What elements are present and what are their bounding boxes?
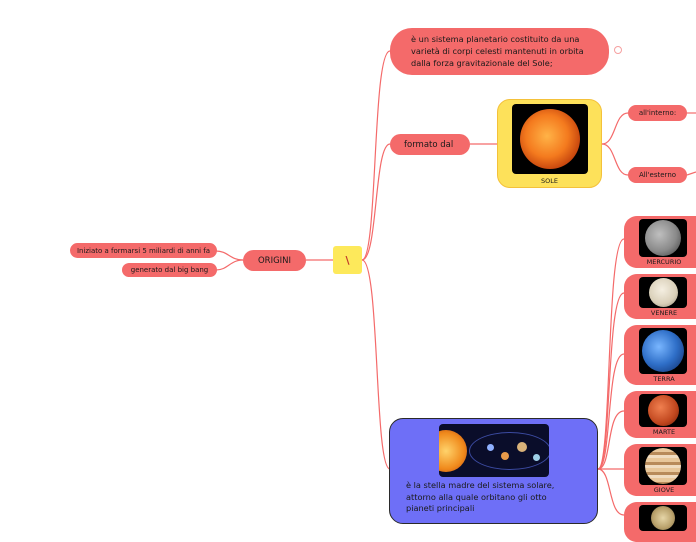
sun-image bbox=[512, 104, 588, 174]
venus-image bbox=[639, 277, 687, 308]
mercury-image bbox=[639, 219, 687, 257]
sole-child-interno[interactable]: all'interno: bbox=[628, 105, 687, 121]
sole-caption: SOLE bbox=[541, 177, 558, 185]
stella-node[interactable]: è la stella madre del sistema solare, at… bbox=[389, 418, 598, 524]
sole-child-esterno-label: All'esterno bbox=[638, 171, 677, 179]
central-node[interactable]: \ bbox=[333, 246, 362, 274]
planet-node-mercurio[interactable]: MERCURIO bbox=[624, 216, 696, 268]
earth-image bbox=[639, 328, 687, 374]
origini-child-1[interactable]: Iniziato a formarsi 5 miliardi di anni f… bbox=[70, 243, 217, 258]
jupiter-image bbox=[639, 447, 687, 485]
planet-node-venere[interactable]: VENERE bbox=[624, 274, 696, 319]
link-icon[interactable] bbox=[614, 46, 622, 54]
formato-label: formato dal bbox=[404, 139, 454, 150]
central-label: \ bbox=[345, 253, 350, 267]
definition-node[interactable]: è un sistema planetario costituito da un… bbox=[390, 28, 609, 75]
formato-node[interactable]: formato dal bbox=[390, 134, 470, 155]
origini-child-1-label: Iniziato a formarsi 5 miliardi di anni f… bbox=[76, 246, 211, 255]
planet-node-terra[interactable]: TERRA bbox=[624, 325, 696, 385]
origini-child-2[interactable]: generato dal big bang bbox=[122, 263, 217, 277]
origini-node[interactable]: ORIGINI bbox=[243, 250, 306, 271]
planet-node-marte[interactable]: MARTE bbox=[624, 391, 696, 438]
solar-system-image bbox=[439, 424, 549, 477]
origini-label: ORIGINI bbox=[257, 255, 292, 266]
sole-child-esterno[interactable]: All'esterno bbox=[628, 167, 687, 183]
planet-caption: TERRA bbox=[653, 375, 675, 383]
planet-caption: MARTE bbox=[652, 428, 676, 436]
definition-text: è un sistema planetario costituito da un… bbox=[411, 34, 584, 68]
origini-child-2-label: generato dal big bang bbox=[130, 266, 209, 274]
stella-text: è la stella madre del sistema solare, at… bbox=[406, 480, 555, 513]
mars-image bbox=[639, 394, 687, 427]
planet-caption: GIOVE bbox=[653, 486, 675, 494]
planet-caption: VENERE bbox=[650, 309, 678, 317]
planet-caption: MERCURIO bbox=[646, 258, 682, 266]
saturn-image bbox=[639, 505, 687, 531]
connector-lines bbox=[215, 50, 696, 516]
planet-node-saturno[interactable] bbox=[624, 502, 696, 542]
sole-child-interno-label: all'interno: bbox=[638, 109, 677, 117]
sole-node[interactable]: SOLE bbox=[497, 99, 602, 188]
planet-node-giove[interactable]: GIOVE bbox=[624, 444, 696, 496]
